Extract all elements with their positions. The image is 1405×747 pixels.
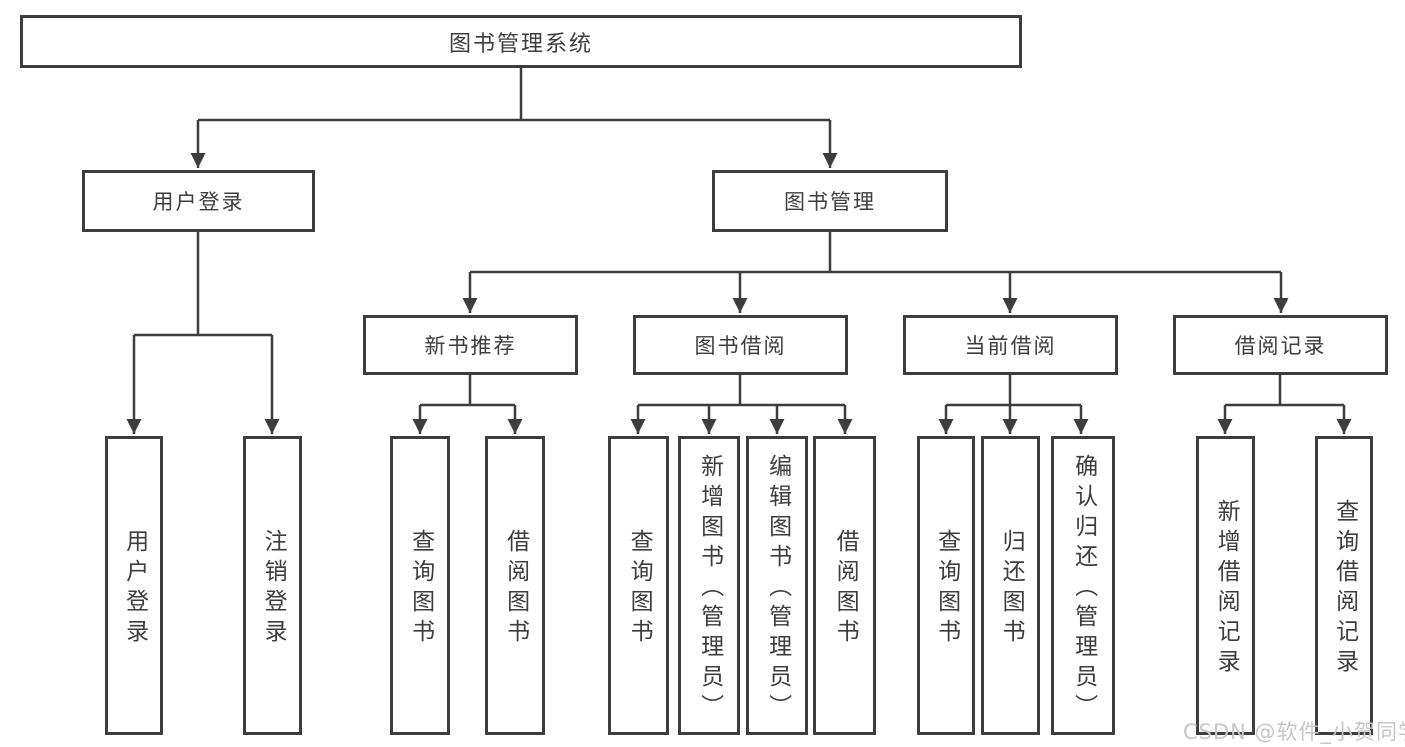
node-leaf-logout: 注销登录: [243, 436, 302, 735]
node-leaf-query-books-3: 查询图书: [917, 436, 975, 735]
node-leaf-query-books-2-label: 查询图书: [626, 529, 653, 649]
node-leaf-borrow-books-1-label: 借阅图书: [502, 529, 529, 649]
node-leaf-query-books-2: 查询图书: [608, 436, 669, 735]
node-book-borrow-label: 图书借阅: [694, 334, 787, 358]
node-new-book-recommend: 新书推荐: [363, 315, 578, 375]
node-leaf-confirm-return-admin-label: 确认归还（管理员）: [1070, 454, 1097, 724]
node-leaf-query-borrow-record-label: 查询借阅记录: [1331, 499, 1358, 679]
node-leaf-add-book-admin-label: 新增图书（管理员）: [696, 454, 723, 724]
node-root: 图书管理系统: [20, 15, 1022, 68]
node-leaf-borrow-books-2-label: 借阅图书: [832, 529, 859, 649]
node-leaf-query-borrow-record: 查询借阅记录: [1315, 436, 1373, 735]
node-current-borrow: 当前借阅: [903, 315, 1118, 375]
node-leaf-logout-label: 注销登录: [260, 529, 287, 649]
node-leaf-return-book-label: 归还图书: [998, 529, 1025, 649]
node-leaf-query-books-3-label: 查询图书: [933, 529, 960, 649]
node-leaf-borrow-books-2: 借阅图书: [813, 436, 876, 735]
node-leaf-query-books-1-label: 查询图书: [407, 529, 434, 649]
node-leaf-return-book: 归还图书: [981, 436, 1040, 735]
node-leaf-user-login: 用户登录: [105, 436, 163, 735]
node-leaf-add-borrow-record: 新增借阅记录: [1196, 436, 1255, 735]
node-user-login: 用户登录: [82, 170, 315, 232]
node-leaf-add-borrow-record-label: 新增借阅记录: [1213, 499, 1240, 679]
node-new-book-recommend-label: 新书推荐: [424, 334, 517, 358]
node-leaf-edit-book-admin-label: 编辑图书（管理员）: [764, 454, 791, 724]
node-book-management: 图书管理: [712, 170, 948, 232]
node-leaf-user-login-label: 用户登录: [121, 529, 148, 649]
node-leaf-edit-book-admin: 编辑图书（管理员）: [746, 436, 808, 735]
node-borrow-records: 借阅记录: [1173, 315, 1388, 375]
node-book-management-label: 图书管理: [784, 190, 876, 214]
node-current-borrow-label: 当前借阅: [964, 334, 1057, 358]
node-book-borrow: 图书借阅: [633, 315, 848, 375]
node-leaf-borrow-books-1: 借阅图书: [485, 436, 545, 735]
node-borrow-records-label: 借阅记录: [1234, 334, 1327, 358]
node-leaf-query-books-1: 查询图书: [390, 436, 450, 735]
node-leaf-add-book-admin: 新增图书（管理员）: [678, 436, 740, 735]
watermark: CSDN @软件_小贺同学: [1183, 720, 1405, 744]
node-root-label: 图书管理系统: [448, 31, 593, 57]
node-user-login-label: 用户登录: [152, 190, 245, 214]
node-leaf-confirm-return-admin: 确认归还（管理员）: [1051, 436, 1115, 735]
